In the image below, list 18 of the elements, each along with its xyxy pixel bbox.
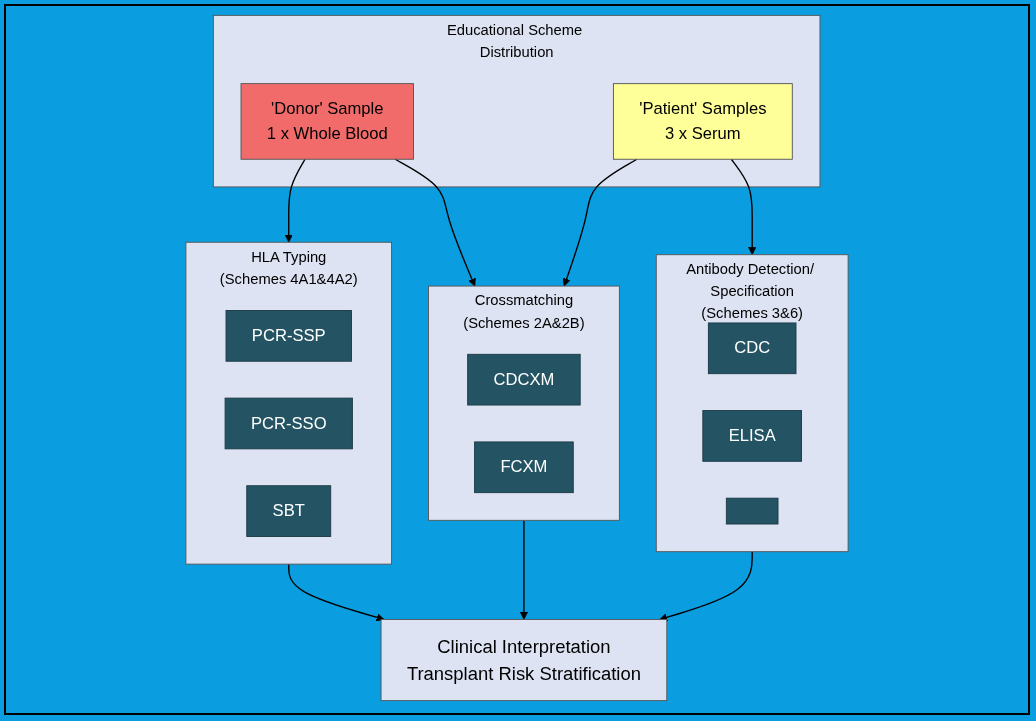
arrow [562, 158, 638, 286]
node-box: 'Donor' Sample 1 x Whole Blood [240, 82, 414, 160]
node-box: Clinical Interpretation Transplant Risk Stratification [380, 618, 668, 701]
node-box: CDCXM [467, 353, 581, 405]
node-box: SBT [246, 484, 332, 537]
node-box: PCR-SSP [225, 309, 352, 362]
arrow [394, 158, 476, 286]
arrow [288, 562, 385, 621]
node-box: PCR-SSO [224, 397, 353, 449]
node-box: 'Patient' Samples 3 x Serum [612, 82, 793, 160]
node-box: CDC [707, 322, 797, 374]
arrow [730, 158, 757, 255]
arrow [284, 158, 306, 243]
arrow [519, 519, 528, 620]
node-box: FCXM [474, 440, 574, 493]
arrow [659, 550, 753, 621]
node-box [725, 497, 779, 524]
node-box: ELISA [702, 409, 802, 462]
